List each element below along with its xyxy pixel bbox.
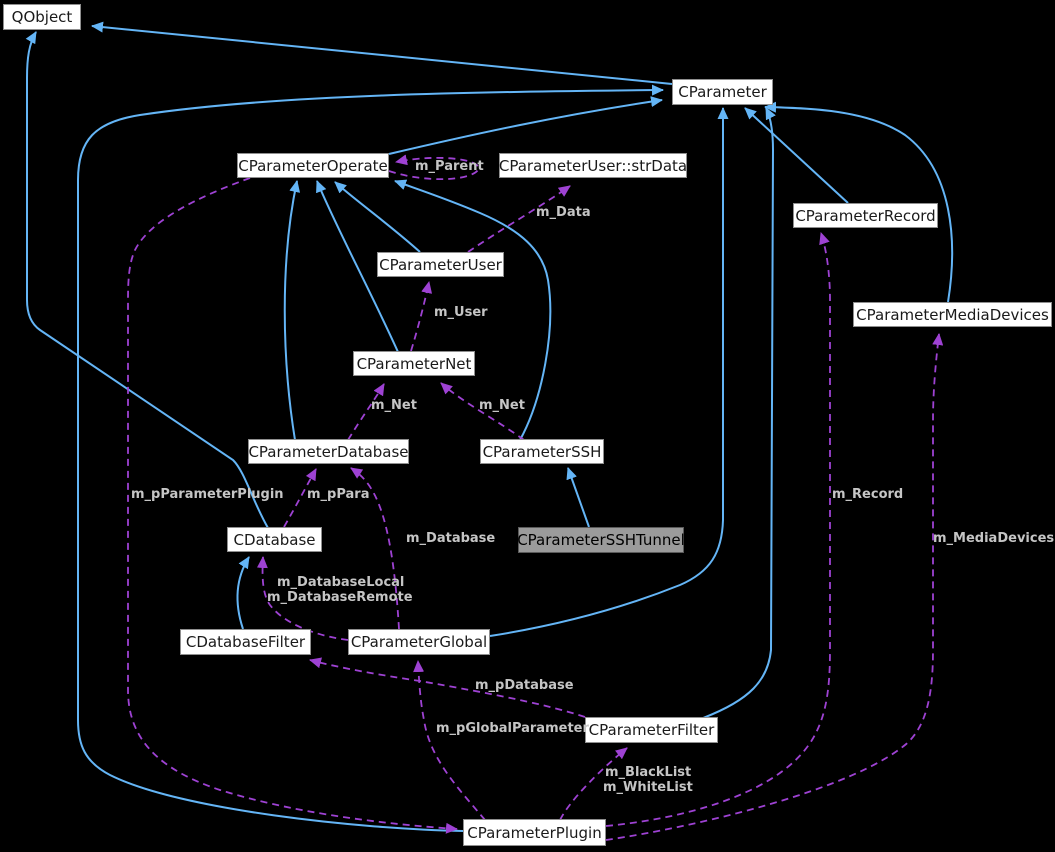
edge-m-net-database — [347, 383, 385, 441]
edge-cparameter-to-qobject — [91, 21, 673, 85]
edge-cdatabase-to-qobject — [25, 31, 269, 529]
edge-cparametersshtunnel-to-cparameterssh — [566, 467, 590, 528]
edge-m-pdatabase — [309, 657, 586, 718]
edge-m-data — [467, 185, 571, 253]
node-cparameter[interactable]: CParameter — [672, 79, 773, 105]
node-qobject[interactable]: QObject — [3, 4, 81, 30]
edge-cparameterdatabase-to-cparameteroperate — [283, 180, 301, 441]
edge-cparameteroperate-to-cparameter — [388, 96, 663, 155]
node-cparameterfilter[interactable]: CParameterFilter — [585, 717, 718, 743]
edge-label-m-blacklist: m_BlackList — [605, 765, 692, 780]
edge-label-m-pparameterplugin: m_pParameterPlugin — [131, 487, 284, 502]
node-cparameterssh[interactable]: CParameterSSH — [480, 439, 604, 464]
edge-label-m-databaselocal: m_DatabaseLocal — [277, 575, 405, 590]
edge-label-m-pdatabase: m_pDatabase — [475, 678, 574, 693]
edge-m-parent-selfloop — [388, 154, 480, 181]
node-cdatabasefilter[interactable]: CDatabaseFilter — [180, 629, 311, 655]
edge-m-pparameterplugin — [127, 177, 458, 834]
node-cparameteruser[interactable]: CParameterUser — [377, 252, 504, 277]
edge-label-m-database: m_Database — [406, 531, 496, 546]
node-cdatabase[interactable]: CDatabase — [227, 527, 322, 552]
edge-cparameterssh-to-cparameteroperate — [394, 179, 552, 441]
edge-label-m-net-left: m_Net — [371, 398, 417, 413]
edge-label-m-ppara: m_pPara — [307, 487, 370, 502]
edge-m-mediadevices — [605, 333, 944, 841]
node-cparameteruser-strdata[interactable]: CParameterUser::strData — [499, 153, 687, 178]
edge-label-m-parent: m_Parent — [415, 159, 484, 174]
edge-label-m-databaseremote: m_DatabaseRemote — [267, 590, 413, 605]
node-cparameterglobal[interactable]: CParameterGlobal — [348, 629, 490, 655]
edge-m-database — [350, 467, 400, 630]
edge-m-blacklist-whitelist — [559, 747, 628, 821]
edge-label-m-mediadevices: m_MediaDevices — [933, 531, 1055, 546]
edge-cparameterfilter-to-cparameter — [702, 107, 776, 719]
edge-label-m-data: m_Data — [536, 205, 591, 220]
edge-m-net-ssh — [440, 382, 525, 441]
edge-cparametermediadevices-to-cparameter — [764, 101, 954, 303]
edge-cparameterglobal-to-cparameter — [489, 107, 729, 637]
node-cparameteroperate[interactable]: CParameterOperate — [237, 153, 389, 178]
edge-cparameterplugin-to-cparameter — [77, 84, 664, 832]
edge-m-pglobalparameter — [413, 660, 486, 821]
edge-cparameterrecord-to-cparameter — [744, 107, 849, 204]
edge-label-m-net-right: m_Net — [479, 398, 525, 413]
edge-label-m-user: m_User — [434, 305, 488, 320]
node-cparameterplugin[interactable]: CParameterPlugin — [463, 819, 606, 846]
edge-label-m-record: m_Record — [832, 487, 904, 502]
node-cparameterdatabase[interactable]: CParameterDatabase — [248, 439, 409, 464]
node-cparameternet[interactable]: CParameterNet — [353, 351, 475, 376]
node-cparametersshtunnel[interactable]: CParameterSSHTunnel — [517, 527, 685, 553]
edge-cparameteruser-to-cparameteroperate — [334, 181, 421, 253]
edge-label-m-pglobalparameter: m_pGlobalParameter — [436, 721, 589, 736]
node-cparameterrecord[interactable]: CParameterRecord — [793, 203, 938, 228]
edge-label-m-whitelist: m_WhiteList — [603, 780, 693, 795]
edge-cdatabasefilter-to-cdatabase — [236, 556, 250, 630]
edge-cparameternet-to-cparameteroperate — [316, 180, 399, 353]
edge-m-databaselocal-remote — [256, 556, 349, 641]
edge-m-ppara — [283, 468, 317, 528]
edge-m-record — [605, 232, 831, 827]
edge-m-user — [410, 281, 433, 352]
node-cparametermediadevices[interactable]: CParameterMediaDevices — [853, 302, 1052, 327]
